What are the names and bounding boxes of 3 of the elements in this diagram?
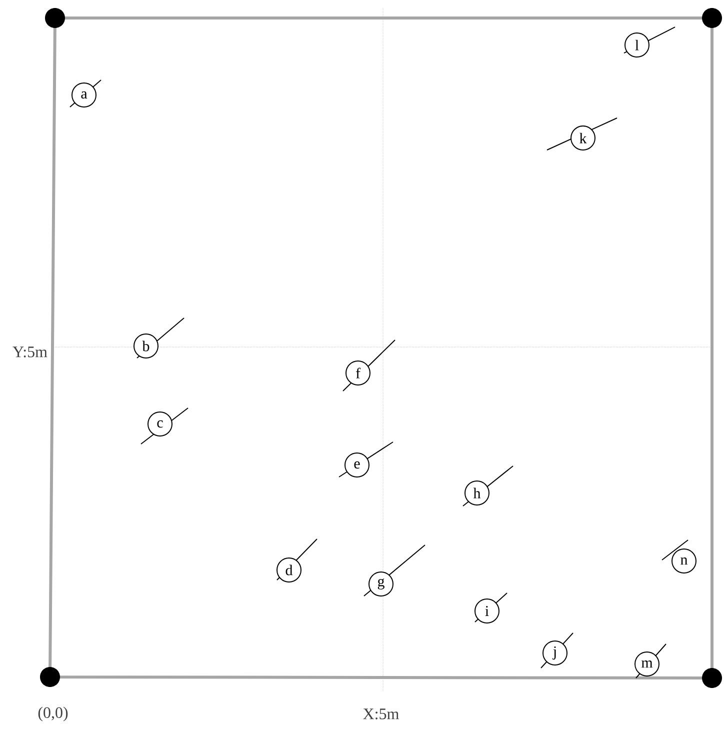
axis-label: X:5m (363, 708, 399, 720)
axis-label: Y:5m (12, 346, 48, 358)
axis-label: (0,0) (38, 706, 68, 722)
